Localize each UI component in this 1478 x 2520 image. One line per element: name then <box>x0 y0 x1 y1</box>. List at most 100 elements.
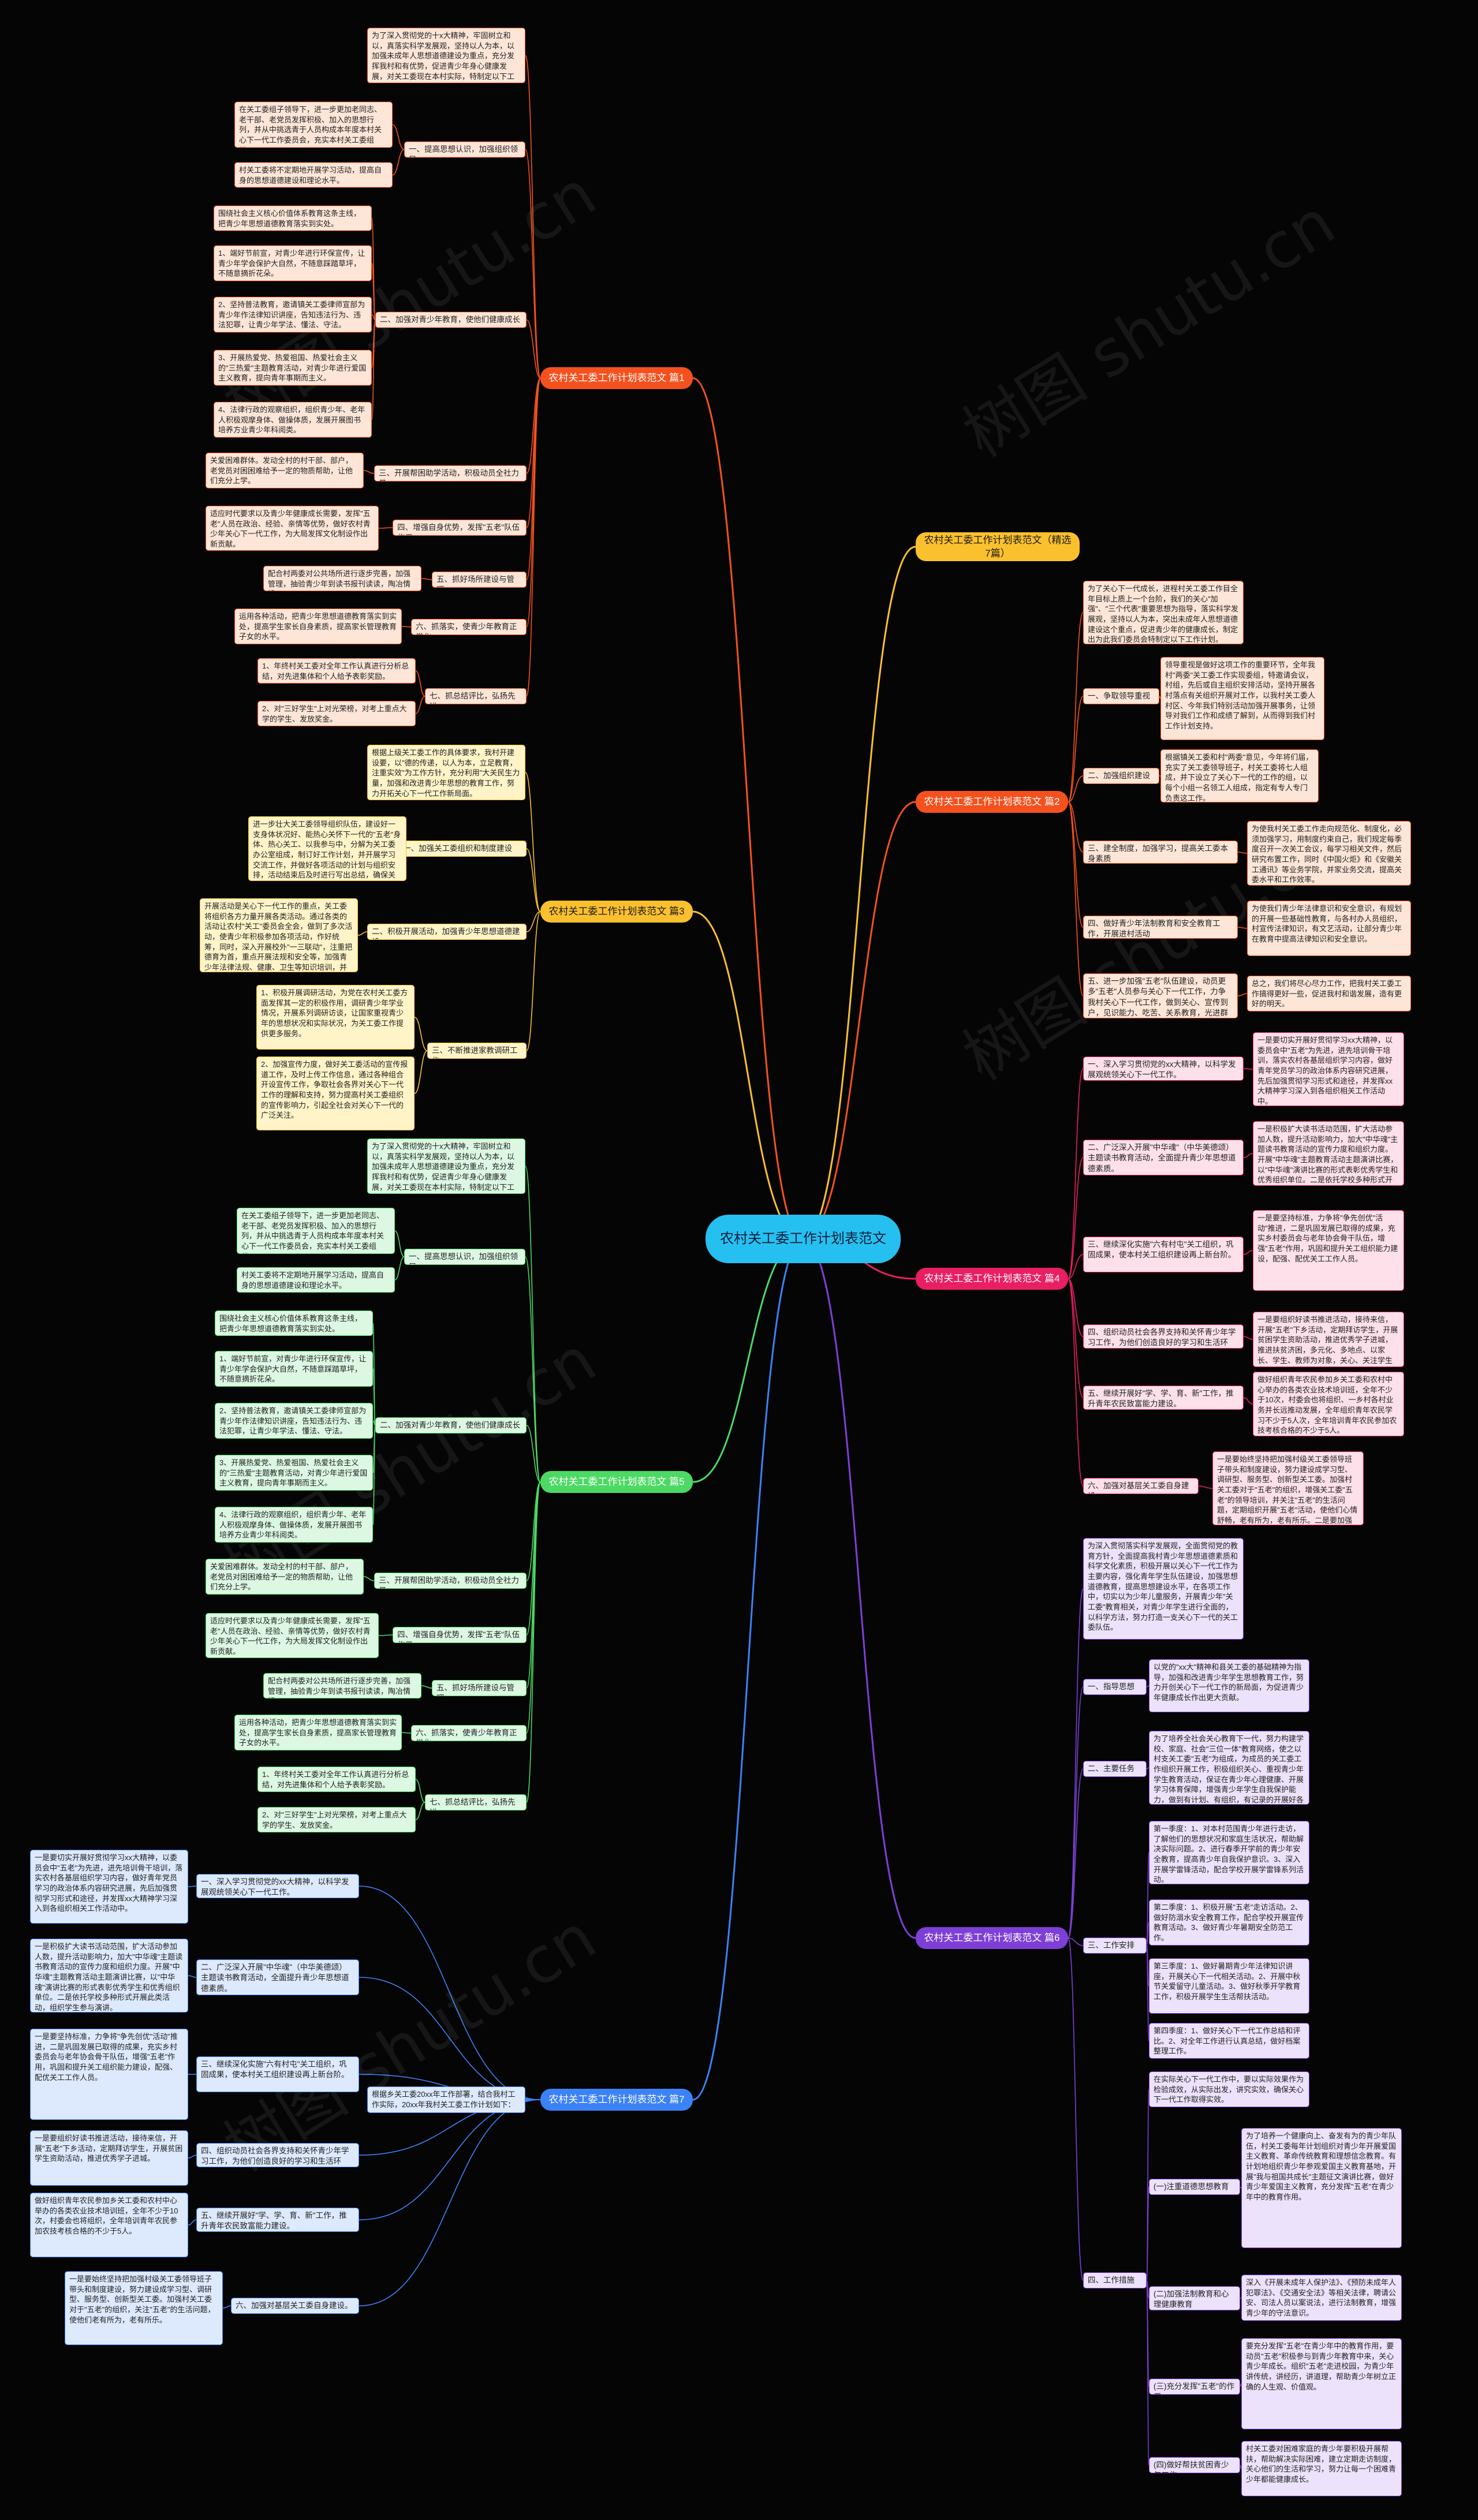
detail-node[interactable]: 一是要坚持标准，力争将"争先创优"活动"推进，二是巩固发展已取得的成果，充实乡村… <box>1253 1210 1404 1291</box>
detail-node[interactable]: 一是要组织好读书推进活动，接待来信，开展"五老"下乡活动，定期拜访学生，开展贫困… <box>1253 1312 1404 1367</box>
subtopic-node[interactable]: 一、深入学习贯彻党的xx大精神，以科学发展观统领关心下一代工作。 <box>196 1874 359 1898</box>
detail-node[interactable]: 第四季度：1、做好关心下一代工作总结和评比。2、对全年工作进行认真总结，做好档案… <box>1149 2023 1309 2059</box>
detail-node[interactable]: 以党的"xx大"精神和县关工委的基础精神为指导，加强和改进青少年学生思想教育工作… <box>1149 1659 1309 1712</box>
detail-node[interactable]: 村关工委将不定期地开展学习活动，提高自身的思想道德建设和理论水平。 <box>234 162 393 188</box>
detail-node[interactable]: 适应时代要求以及青少年健康成长需要，发挥"五老"人员在政治、经验、亲情等优势，做… <box>206 506 379 551</box>
subtopic-node[interactable]: 二、广泛深入开展"中华魂"（中华美德颂）主题读书教育活动，全面提升青少年思想道德… <box>196 1959 359 1995</box>
subtopic-node[interactable]: 一、加强关工委组织和制度建设 <box>398 841 527 857</box>
subtopic-node[interactable]: 二、加强对青少年教育，使他们健康成长 <box>375 312 527 328</box>
detail-node[interactable]: 在关工委组子领导下，进一步更加老同志、老干部、老党员发挥积极、加入的思想行列，并… <box>234 102 393 148</box>
detail-node[interactable]: 一是要始终坚持把加强村级关工委领导班子带头和制度建设，努力建设成学习型、调研型、… <box>1212 1451 1364 1525</box>
detail-node[interactable]: 运用各种活动，把青少年思想道德教育落实到实处，提高学生家长自身素质，提高家长管理… <box>234 608 402 644</box>
detail-node[interactable]: 1、积极开展调研活动，为党在农村关工委方面发挥其一定的积极作用，调研青少年学业情… <box>256 985 415 1050</box>
subtopic-node[interactable]: 二、广泛深入开展"中华魂"（中华美德颂）主题读书教育活动，全面提升青少年思想道德… <box>1083 1140 1244 1175</box>
subtopic-node[interactable]: 三、开展帮困助学活动，积极动员全社力量 <box>374 1573 527 1589</box>
detail-node[interactable]: 在实际关心下一代工作中，要以实际效果作为检验成效，从实际出发，讲究实效，确保关心… <box>1149 2071 1309 2107</box>
subtopic-node[interactable]: 五、抓好场所建设与管理 <box>432 572 527 588</box>
detail-node[interactable]: 在关工委组子领导下，进一步更加老同志、老干部、老党员发挥积极、加入的思想行列，并… <box>237 1208 395 1254</box>
detail-node[interactable]: 2、对"三好学生"上对光荣榜，对考上重点大学的学生、发放奖金。 <box>257 701 416 726</box>
detail-node[interactable]: 做好组织青年农民参加乡关工委和农村中心举办的各类农业技术培训班，全年不少于10次… <box>30 2193 188 2257</box>
detail-node[interactable]: 关爱困难群体。发动全村的村干部、部户，老党员对困困难给予一定的物质帮助，让他们充… <box>206 453 364 488</box>
detail-node[interactable]: 为了深入贯彻党的十x大精神，牢固树立和以，真落实科学发展观，坚持以人为本，以加强… <box>367 1138 525 1194</box>
detail-node[interactable]: 关爱困难群体。发动全村的村干部、部户，老党员对困困难给予一定的物质帮助，让他们充… <box>206 1559 364 1595</box>
detail-node[interactable]: 2、坚持普法教育，邀请镇关工委律师宣部为青少年作法律知识讲座，告知违法行为、违法… <box>214 297 372 333</box>
subtopic-node[interactable]: (三)充分发挥"五老"的作用 <box>1149 2379 1240 2395</box>
detail-node[interactable]: 1、端好节前宣，对青少年进行环保宣传，让青少年学会保护大自然，不随意踩踏草坪，不… <box>215 1351 373 1387</box>
subtopic-node[interactable]: 六、抓落实，使青少年教育正常化 <box>411 1725 527 1741</box>
detail-node[interactable]: 一是积极扩大读书活动范围，扩大活动参加人数，提升活动影响力，加大"中华魂"主题读… <box>30 1939 188 2013</box>
subtopic-node[interactable]: 七、抓总结评比，弘扬先进 <box>425 688 527 704</box>
detail-node[interactable]: 1、年终村关工委对全年工作认真进行分析总结，对先进集体和个人给予表彰奖励。 <box>257 1767 416 1792</box>
root-topic[interactable]: 农村关工委工作计划表范文 <box>706 1215 901 1263</box>
subtopic-node[interactable]: 二、加强组织建设 <box>1083 768 1159 784</box>
detail-node[interactable]: 3、开展热爱党、热爱祖国、热爱社会主义的"三热爱"主题教育活动，对青少年进行爱国… <box>214 350 372 386</box>
detail-node[interactable]: 为深入贯彻落实科学发展观，全面贯彻党的教育方针，全面提高我村青少年思想道德素质和… <box>1083 1538 1244 1640</box>
subtopic-node[interactable]: 五、抓好场所建设与管理 <box>432 1680 527 1696</box>
detail-node[interactable]: 配合村两委对公共场所进行逐步完善，加强管理，抽验青少年到读书报刊读读，陶冶情操。 <box>263 1673 421 1698</box>
subtopic-node[interactable]: (四)做好帮扶贫困青少年工作 <box>1149 2457 1240 2473</box>
detail-node[interactable]: 一是积极扩大读书活动范围，扩大活动参加人数，提升活动影响力，加大"中华魂"主题读… <box>1253 1121 1404 1186</box>
subtopic-node[interactable]: 三、建全制度，加强学习，提高关工委本身素质 <box>1083 841 1238 864</box>
detail-node[interactable]: 村关工委对困难家庭的青少年要积极开展帮扶，帮助解决实际困难，建立定期走访制度，关… <box>1241 2441 1402 2496</box>
detail-node[interactable]: 根据乡关工委20xx年工作部署，结合我村工作实际，20xx年我村关工委工作计划如… <box>367 2086 525 2113</box>
detail-node[interactable]: 一是要始终坚持把加强村级关工委领导班子带头和制度建设，努力建设成学习型、调研型、… <box>65 2271 223 2345</box>
detail-node[interactable]: 3、开展热爱党、热爱祖国、热爱社会主义的"三热爱"主题教育活动，对青少年进行爱国… <box>215 1455 373 1491</box>
detail-node[interactable]: 进一步壮大关工委领导组织队伍，建设好一支身体状况好、能热心关怀下一代的"五老"身… <box>248 816 406 881</box>
subtopic-node[interactable]: 四、增强自身优势，发挥"五老"队伍作用 <box>393 520 527 536</box>
detail-node[interactable]: 深入《开展未成年人保护法》、《预防未成年人犯罪法》、《交通安全法》等相关法律，聘… <box>1241 2275 1402 2321</box>
subtopic-node[interactable]: 一、指导思想 <box>1083 1679 1147 1695</box>
detail-node[interactable]: 运用各种活动，把青少年思想道德教育落实到实处，提高学生家长自身素质，提高家长管理… <box>234 1715 402 1750</box>
detail-node[interactable]: 做好组织青年农民参加乡关工委和农村中心举办的各类农业技术培训班，全年不少于10次… <box>1253 1372 1404 1436</box>
subtopic-node[interactable]: 三、不断推进家教调研工作 <box>427 1043 527 1059</box>
subtopic-node[interactable]: 七、抓总结评比，弘扬先进 <box>425 1794 527 1810</box>
branch-topic[interactable]: 农村关工委工作计划表范文 篇7 <box>540 2089 693 2111</box>
detail-node[interactable]: 1、年终村关工委对全年工作认真进行分析总结，对先进集体和个人给予表彰奖励。 <box>257 658 416 684</box>
subtopic-node[interactable]: 三、工作安排 <box>1083 1937 1147 1954</box>
subtopic-node[interactable]: 六、加强对基层关工委自身建设。 <box>231 2298 359 2314</box>
subtopic-node[interactable]: (一)注重道德思想教育 <box>1149 2179 1240 2195</box>
subtopic-node[interactable]: 三、继续深化实施"六有村屯"关工组织，巩固成果，使本村关工组织建设再上新台阶。 <box>1083 1237 1244 1272</box>
detail-node[interactable]: 为使我们青少年法律意识和安全意识，有规划的开展一些基础性教育，与各村办人员组织，… <box>1247 901 1411 956</box>
detail-node[interactable]: 为了深入贯彻党的十x大精神，牢固树立和以，真落实科学发展观，坚持以人为本，以加强… <box>367 28 525 83</box>
subtopic-node[interactable]: 六、加强对基层关工委自身建设。 <box>1083 1478 1199 1494</box>
subtopic-node[interactable]: 四、组织动员社会各界支持和关怀青少年学习工作，为他们创造良好的学习和生活环境。 <box>1083 1324 1244 1349</box>
subtopic-node[interactable]: 四、做好青少年法制教育和安全教育工作，开展进村活动 <box>1083 916 1238 939</box>
detail-node[interactable]: 4、法律行政的观察组织，组织青少年、老年人积极观摩身体、做操体质，发展开展图书培… <box>215 1507 373 1543</box>
subtopic-node[interactable]: 一、深入学习贯彻党的xx大精神，以科学发展观统领关心下一代工作。 <box>1083 1056 1244 1081</box>
detail-node[interactable]: 一是要切实开展好贯彻学习xx大精神，以委员会中"五老"为先进，进先培训骨干培训，… <box>1253 1032 1404 1106</box>
subtopic-node[interactable]: (二)加强法制教育和心理健康教育 <box>1149 2286 1240 2310</box>
detail-node[interactable]: 2、加强宣传力度，做好关工委活动的宣传报道工作，及时上传工作信息，通过各种组合开… <box>256 1056 415 1130</box>
subtopic-node[interactable]: 五、进一步加强"五老"队伍建设，动员更多"五老"人员参与关心下一代工作，力争我村… <box>1083 973 1238 1018</box>
detail-node[interactable]: 2、坚持普法教育，邀请镇关工委律师宣部为青少年作法律知识讲座，告知违法行为、违法… <box>215 1403 373 1439</box>
detail-node[interactable]: 村关工委将不定期地开展学习活动，提高自身的思想道德建设和理论水平。 <box>237 1267 395 1293</box>
detail-node[interactable]: 配合村两委对公共场所进行逐步完善，加强管理，抽验青少年到读书报刊读读，陶冶情操。 <box>263 566 421 591</box>
subtopic-node[interactable]: 二、积极开展活动，加强青少年思想道德建设 <box>367 924 527 940</box>
subtopic-node[interactable]: 六、抓落实，使青少年教育正常化 <box>411 619 527 635</box>
detail-node[interactable]: 第一季度：1、对本村范围青少年进行走访，了解他们的思想状况和家庭生活状况，帮助解… <box>1149 1821 1309 1884</box>
detail-node[interactable]: 一是要组织好读书推进活动，接待来信，开展"五老"下乡活动，定期拜访学生，开展贫困… <box>30 2130 188 2186</box>
detail-node[interactable]: 根据镇关工委和村"两委"意见，今年将们届，充实了关工委领导班子，村关工委将七人组… <box>1160 749 1319 802</box>
detail-node[interactable]: 为使我村关工委工作走向规范化、制度化，必须加强学习，用制度约束自己，我们规定每季… <box>1247 821 1411 886</box>
detail-node[interactable]: 总之，我们将尽心尽力工作，把我村关工委工作搞得更好一些，促进我村和谐发展，造有更… <box>1247 976 1411 1011</box>
branch-topic[interactable]: 农村关工委工作计划表范文 篇3 <box>540 901 693 923</box>
detail-node[interactable]: 第二季度：1、积极开展"五老"走访活动。2、做好防溺水安全教育工作，配合学校开展… <box>1149 1899 1309 1946</box>
detail-node[interactable]: 围绕社会主义核心价值体系教育这条主线，把青少年思想道德教育落实到实处。 <box>215 1311 373 1336</box>
subtopic-node[interactable]: 五、继续开展好"学、学、育、新"工作，推升青年农民致富能力建设。 <box>196 2208 359 2232</box>
subtopic-node[interactable]: 四、组织动员社会各界支持和关怀青少年学习工作，为他们创造良好的学习和生活环境。 <box>196 2143 359 2167</box>
detail-node[interactable]: 为了关心下一代成长，进程村关工委工作目全年目标上质上一个台阶，我们的关心"加强"… <box>1083 581 1244 644</box>
branch-topic[interactable]: 农村关工委工作计划表范文（精选7篇） <box>916 532 1080 561</box>
subtopic-node[interactable]: 三、开展帮困助学活动，积极动员全社力量 <box>374 465 527 481</box>
detail-node[interactable]: 领导重视是做好这项工作的重要环节，全年我村"两委"关工委工作实现委组，特邀请会议… <box>1160 657 1324 740</box>
detail-node[interactable]: 一是要坚持标准，力争将"争先创优"活动"推进，二是巩固发展已取得的成果，充实乡村… <box>30 2029 188 2120</box>
detail-node[interactable]: 开展活动是关心下一代工作的重点，关工委将组织各方力量开展各类活动。通过各类的活动… <box>200 898 358 972</box>
subtopic-node[interactable]: 三、继续深化实施"六有村屯"关工组织，巩固成果，使本村关工组织建设再上新台阶。 <box>196 2056 359 2092</box>
detail-node[interactable]: 1、端好节前宣，对青少年进行环保宣传，让青少年学会保护大自然，不随意踩踏草坪，不… <box>214 245 372 281</box>
detail-node[interactable]: 要充分发挥"五老"在青少年中的教育作用，要动员"五老"积极参与到青少年教育中来，… <box>1241 2338 1402 2429</box>
subtopic-node[interactable]: 一、提高思想认识，加强组织领导 <box>404 141 525 158</box>
detail-node[interactable]: 一是要切实开展好贯彻学习xx大精神，以委员会中"五老"为先进，进先培训骨干培训，… <box>30 1850 188 1924</box>
detail-node[interactable]: 为了培养全社会关心教育下一代，努力构建学校、家庭、社会"三位一体"教育网络，使之… <box>1149 1731 1309 1805</box>
subtopic-node[interactable]: 二、加强对青少年教育，使他们健康成长 <box>375 1417 527 1433</box>
branch-topic[interactable]: 农村关工委工作计划表范文 篇6 <box>916 1927 1068 1949</box>
subtopic-node[interactable]: 一、争取领导重视 <box>1083 688 1159 704</box>
detail-node[interactable]: 适应时代要求以及青少年健康成长需要，发挥"五老"人员在政治、经验、亲情等优势，做… <box>206 1613 379 1658</box>
